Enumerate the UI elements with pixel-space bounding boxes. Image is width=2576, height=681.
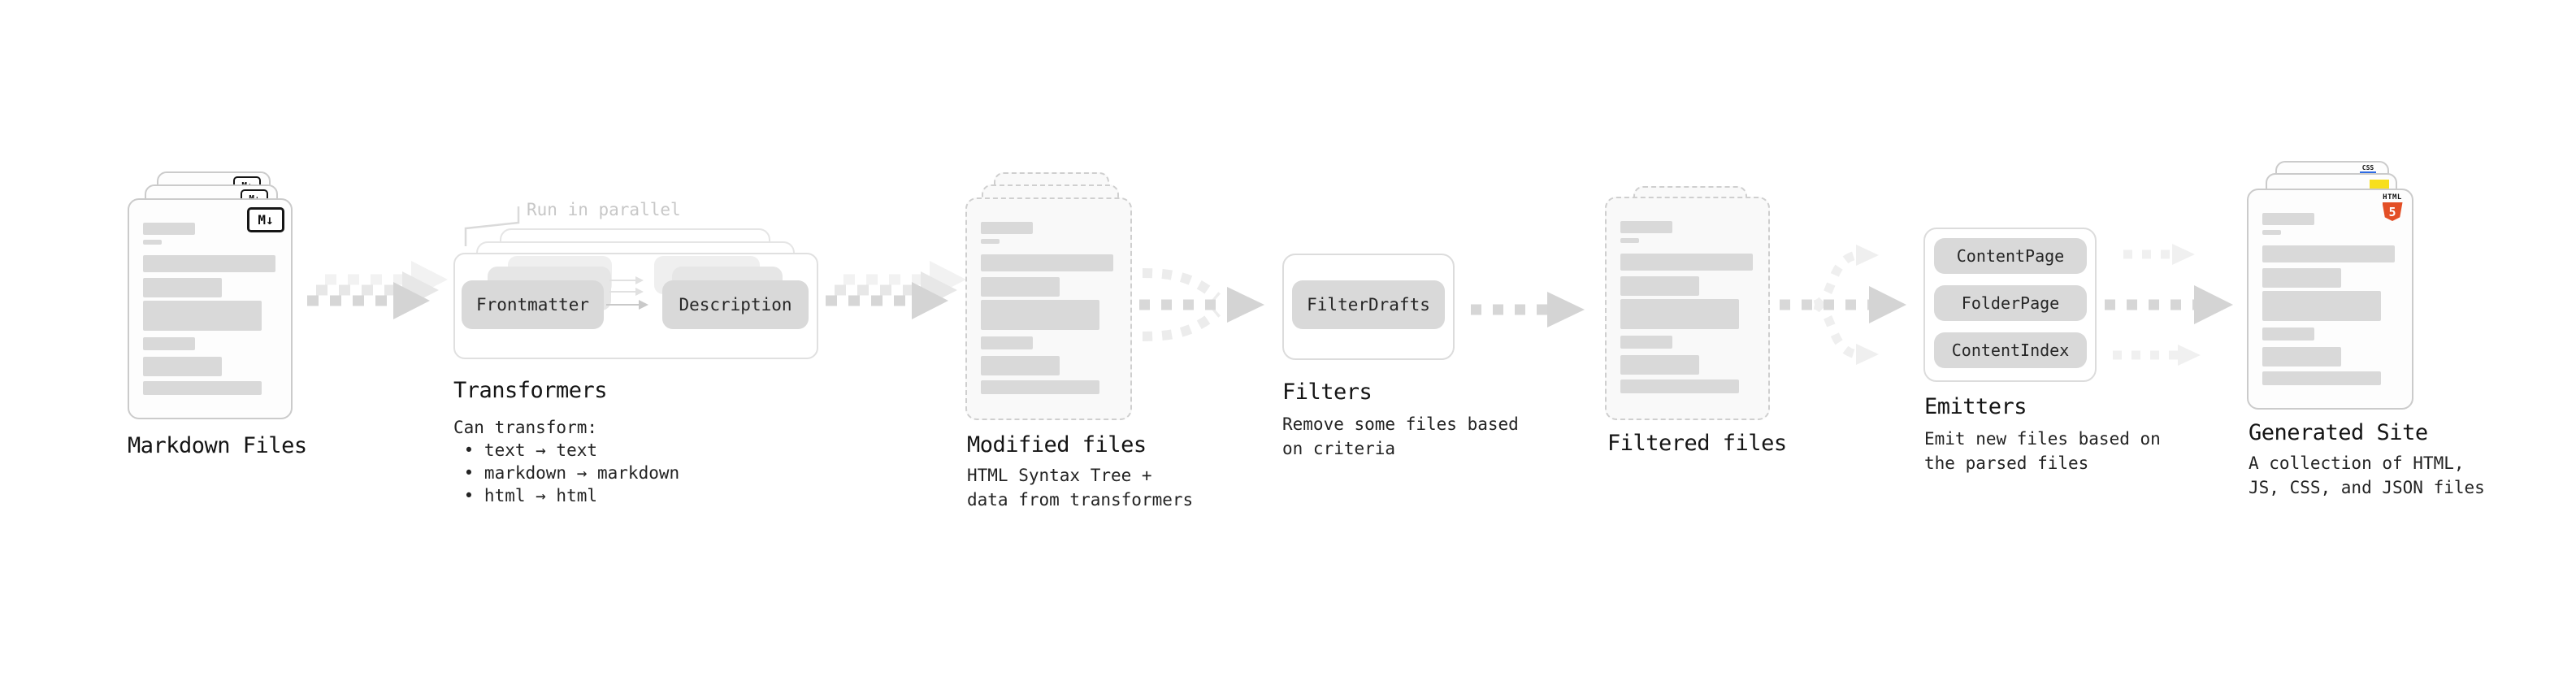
file-card-front <box>1605 197 1770 420</box>
file-card-front: HTML 5 <box>2247 189 2413 410</box>
run-in-parallel-annotation: Run in parallel <box>527 200 681 219</box>
stage-desc-generated-site: A collection of HTML, JS, CSS, and JSON … <box>2249 453 2485 497</box>
emitter-box-contentpage: ContentPage <box>1934 238 2087 274</box>
stage-label-filtered-files: Filtered files <box>1607 431 1787 456</box>
file-content-placeholder <box>143 223 275 395</box>
annotation-leader-line <box>464 206 520 246</box>
stage-label-markdown-files: Markdown Files <box>128 433 307 458</box>
stage-label-modified-files: Modified files <box>967 432 1147 458</box>
emitter-box-contentindex: ContentIndex <box>1934 332 2087 368</box>
file-content-placeholder <box>981 222 1113 394</box>
file-content-placeholder <box>2262 213 2395 385</box>
file-card-front <box>965 197 1132 420</box>
frontmatter-box: Frontmatter <box>462 280 604 329</box>
flow-arrow-markdown-to-transformers <box>307 261 448 319</box>
stage-desc-transformers: Can transform: • text → text • markdown … <box>453 418 680 505</box>
transform-arrows-icon <box>606 276 648 310</box>
stage-label-generated-site: Generated Site <box>2249 420 2428 445</box>
flow-arrow-emitters-to-generated <box>2105 244 2233 366</box>
stage-label-transformers: Transformers <box>453 378 608 403</box>
flow-arrow-filtered-to-emitters <box>1780 245 1906 365</box>
filterdrafts-box: FilterDrafts <box>1292 280 1445 329</box>
emitter-box-folderpage: FolderPage <box>1934 285 2087 321</box>
stage-desc-emitters: Emit new files based on the parsed files <box>1924 429 2161 473</box>
file-content-placeholder <box>1620 221 1753 393</box>
file-card-front: M↓ <box>128 198 293 419</box>
stage-label-filters: Filters <box>1282 380 1373 405</box>
stage-label-emitters: Emitters <box>1924 394 2027 419</box>
description-box: Description <box>662 280 809 329</box>
flow-arrow-filters-to-filtered <box>1471 292 1585 327</box>
javascript-icon <box>2370 180 2389 190</box>
flow-arrow-modified-to-filters <box>1139 268 1264 341</box>
html5-icon: HTML 5 <box>2382 193 2403 221</box>
stage-desc-modified-files: HTML Syntax Tree + data from transformer… <box>967 466 1194 510</box>
flow-arrow-transformers-to-modified <box>826 261 966 319</box>
stage-desc-filters: Remove some files based on criteria <box>1282 414 1519 458</box>
markdown-icon: M↓ <box>247 207 284 232</box>
